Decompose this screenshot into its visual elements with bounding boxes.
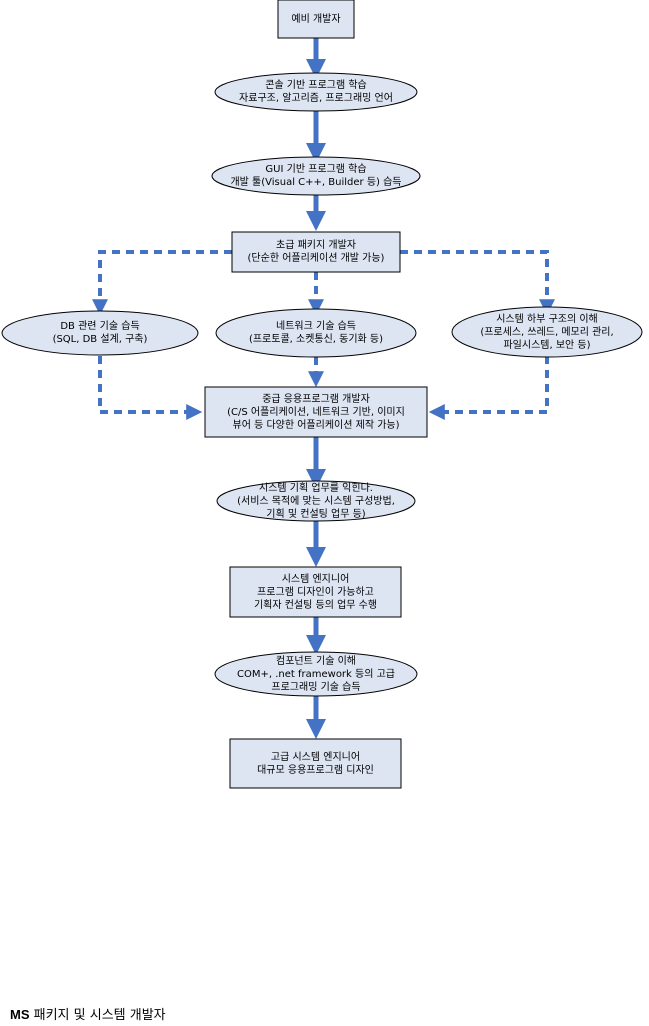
n8-line-2: (C/S 어플리케이션, 네트워크 기반, 이미지 — [227, 406, 405, 418]
n4-line-2: (단순한 어플리케이션 개발 가능) — [247, 253, 385, 264]
node-n5-label: DB 관련 기술 습득 (SQL, DB 설계, 구축) — [2, 311, 198, 355]
node-n4-label: 초급 패키지 개발자 (단순한 어플리케이션 개발 가능) — [232, 232, 400, 272]
node-n1-box — [277, 0, 355, 39]
n9-line-2: (서비스 목적에 맞는 시스템 구성방법, — [237, 495, 395, 507]
figure-caption: MS 패키지 및 시스템 개발자 — [10, 1004, 166, 1023]
n7-line-3: 파일시스템, 보안 등) — [503, 339, 591, 351]
n6-line-1: 네트워크 기술 습득 — [276, 321, 356, 332]
n11-line-2: COM+, .net framework 등의 고급 — [237, 668, 395, 680]
n12-line-1: 고급 시스템 엔지니어 — [270, 751, 361, 763]
n8-line-1: 중급 응용프로그램 개발자 — [262, 393, 370, 405]
n3-line-2: 개발 툴(Visual C++, Builder 등) 습득 — [230, 177, 402, 188]
node-n8-box — [204, 386, 428, 438]
n8-line-3: 뷰어 등 다양한 어플리케이션 제작 가능) — [232, 419, 400, 431]
n3-line-1: GUI 기반 프로그램 학습 — [265, 164, 367, 175]
node-n7-label: 시스템 하부 구조의 이해(프로세스, 쓰레드, 메모리 관리,파일시스템, 보… — [452, 307, 642, 357]
n11-line-1: 컴포넌트 기술 이해 — [276, 655, 356, 667]
dash-n7-to-n8 — [428, 356, 549, 420]
n5-line-2: (SQL, DB 설계, 구축) — [52, 334, 148, 345]
n10-line-1: 시스템 엔지니어 — [281, 573, 350, 585]
dash-n5-to-n8 — [98, 356, 203, 420]
node-n6-ellipse — [215, 308, 417, 358]
n5-line-1: DB 관련 기술 습득 — [60, 321, 140, 332]
n1-line-1: 예비 개발자 — [291, 13, 341, 25]
caption-prefix: MS — [10, 1007, 30, 1022]
dash-n4-to-n7 — [400, 250, 555, 316]
n2-line-1: 콘솔 기반 프로그램 학습 — [265, 80, 367, 91]
node-n2-ellipse — [214, 72, 418, 112]
n12-line-2: 대규모 응용프로그램 디자인 — [257, 764, 374, 776]
n6-line-2: (프로토콜, 소켓통신, 동기화 등) — [248, 334, 384, 345]
node-n3-ellipse — [211, 156, 421, 196]
n7-line-1: 시스템 하부 구조의 이해 — [496, 313, 598, 325]
n7-line-2: (프로세스, 쓰레드, 메모리 관리, — [480, 326, 614, 338]
node-n1-label: 예비 개발자 — [278, 0, 354, 38]
n11-line-3: 프로그래밍 기술 습득 — [271, 681, 361, 693]
n10-line-3: 기획자 컨설팅 등의 업무 수행 — [253, 599, 378, 611]
node-n5-ellipse — [1, 310, 199, 356]
n4-line-1: 초급 패키지 개발자 — [276, 240, 356, 251]
node-n4-box — [231, 231, 401, 273]
caption-text: 패키지 및 시스템 개발자 — [29, 1008, 166, 1023]
dash-n4-to-n5 — [92, 250, 232, 316]
node-n9-label: 시스템 기획 업무를 익힌다.(서비스 목적에 맞는 시스템 구성방법,기획 및… — [217, 481, 415, 521]
n9-line-1: 시스템 기획 업무를 익힌다. — [259, 482, 373, 494]
node-n12-box — [229, 738, 402, 789]
node-n10-box — [229, 566, 402, 618]
node-n9-ellipse — [216, 480, 416, 522]
n10-line-2: 프로그램 디자인이 가능하고 — [257, 586, 374, 598]
n9-line-3: 기획 및 컨설팅 업무 등) — [266, 508, 366, 520]
n2-line-2: 자료구조, 알고리즘, 프로그래밍 언어 — [239, 93, 393, 104]
node-n11-ellipse — [214, 651, 418, 697]
node-n6-label: 네트워크 기술 습득 (프로토콜, 소켓통신, 동기화 등) — [216, 309, 416, 357]
node-n7-ellipse — [451, 306, 643, 358]
dashed-connectors — [92, 250, 555, 420]
